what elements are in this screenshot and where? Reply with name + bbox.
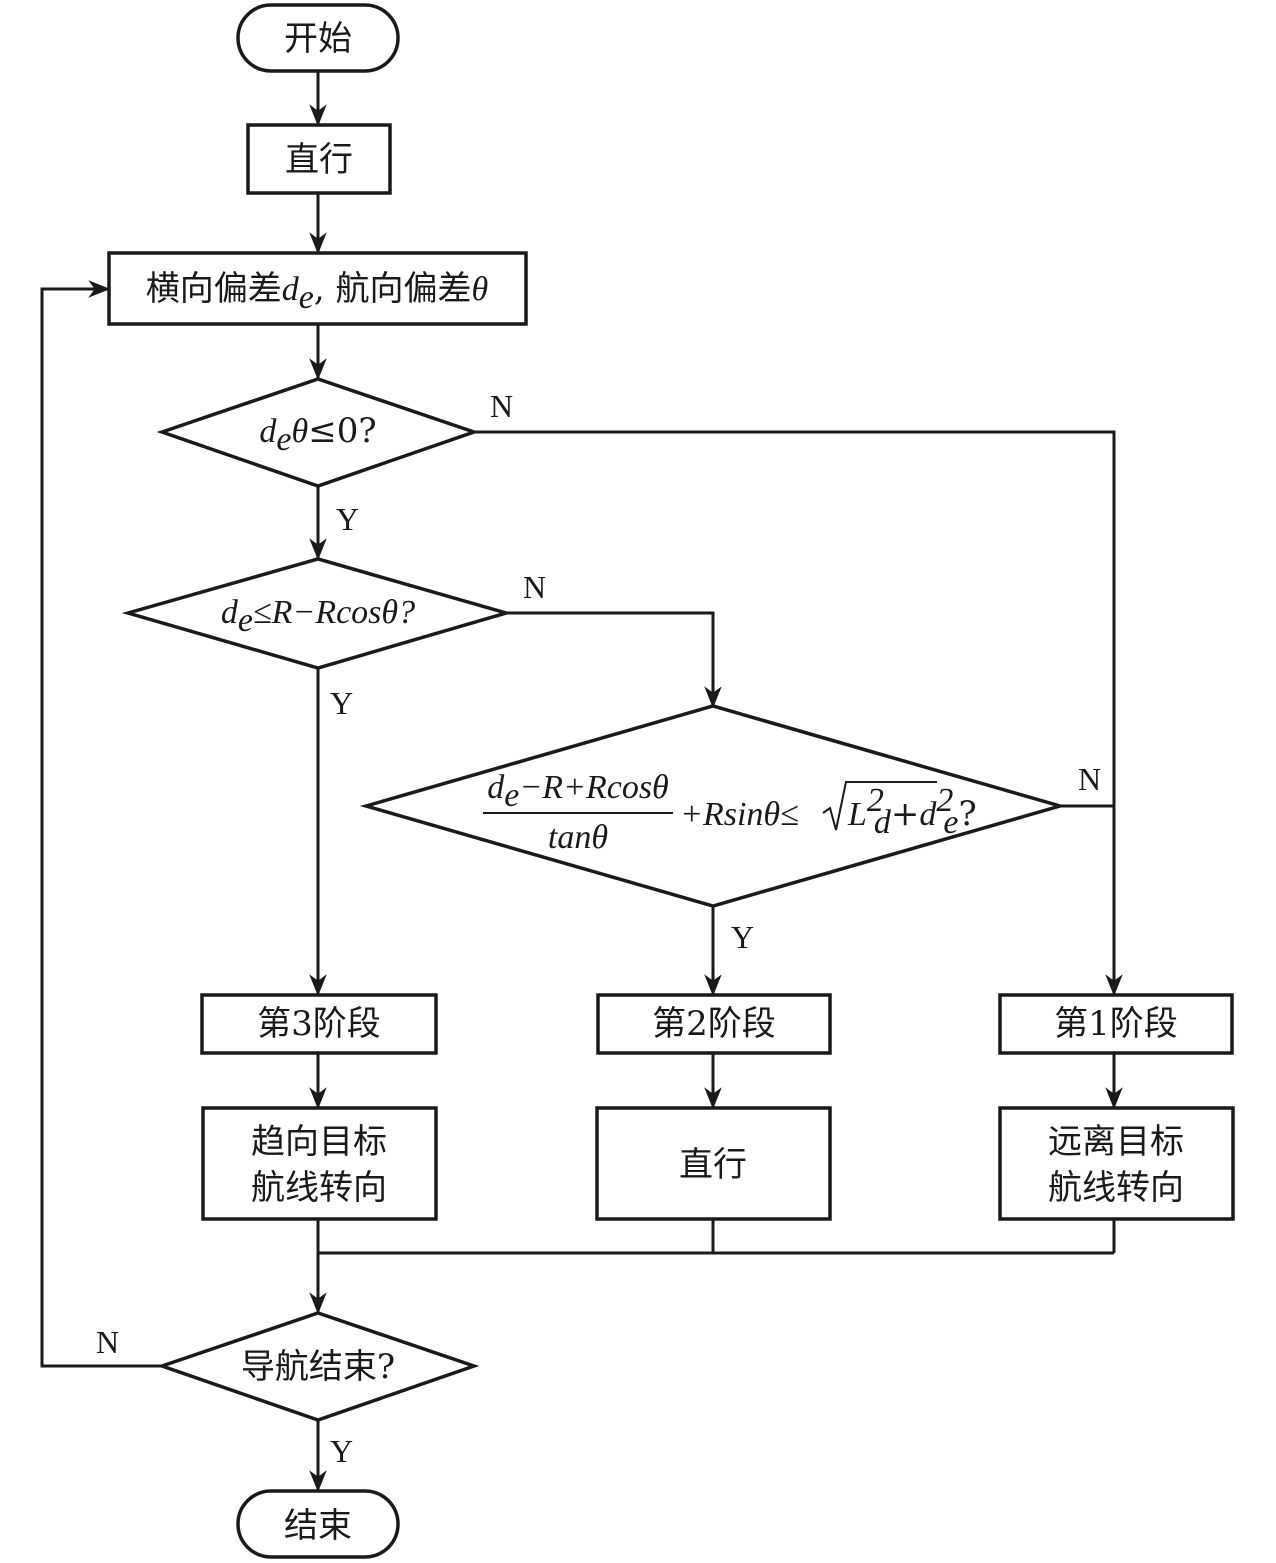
stage-3-label: 第3阶段 bbox=[257, 1004, 381, 1044]
action-3-line-1: 趋向目标 bbox=[251, 1122, 387, 1162]
condition-3-numerator: de−R+Rcosθ bbox=[487, 769, 669, 814]
condition-2-label: de≤R−Rcosθ? bbox=[221, 594, 415, 639]
action-1-line-1: 远离目标 bbox=[1048, 1122, 1184, 1162]
end-node: 结束 bbox=[236, 1489, 400, 1559]
action-2-label: 直行 bbox=[679, 1145, 747, 1185]
action-1-line-2: 航线转向 bbox=[1048, 1168, 1184, 1208]
label-cond1-yes: Y bbox=[336, 501, 359, 537]
start-label: 开始 bbox=[284, 19, 352, 59]
stage-1-node: 第1阶段 bbox=[998, 993, 1234, 1055]
action-1-node: 远离目标 航线转向 bbox=[998, 1106, 1235, 1221]
condition-3-middle: +Rsinθ≤ bbox=[680, 796, 799, 833]
start-node: 开始 bbox=[236, 3, 400, 73]
arrow-cond1-no-to-stage1 bbox=[474, 430, 1123, 997]
stage-1-label: 第1阶段 bbox=[1054, 1004, 1178, 1044]
connectors bbox=[40, 72, 1123, 1493]
label-cond2-yes: Y bbox=[330, 685, 353, 721]
end-label: 结束 bbox=[284, 1506, 352, 1546]
condition-end-label: 导航结束? bbox=[241, 1347, 395, 1387]
condition-1-label: deθ≤0? bbox=[259, 411, 376, 458]
condition-3-denominator: tanθ bbox=[548, 819, 608, 856]
condition-end: 导航结束? bbox=[156, 1311, 480, 1422]
stage-2-label: 第2阶段 bbox=[652, 1004, 776, 1044]
branch-labels: N Y N Y N Y N Y bbox=[96, 388, 1101, 1469]
label-cond1-no: N bbox=[490, 388, 513, 424]
label-cond-end-no: N bbox=[96, 1324, 119, 1360]
condition-2: de≤R−Rcosθ? bbox=[121, 557, 513, 670]
label-cond2-no: N bbox=[523, 569, 546, 605]
arrow-cond-end-no-loop bbox=[40, 280, 162, 1368]
action-3-line-2: 航线转向 bbox=[251, 1168, 387, 1208]
label-cond-end-yes: Y bbox=[330, 1433, 353, 1469]
straight-label: 直行 bbox=[285, 140, 353, 180]
stage-2-node: 第2阶段 bbox=[596, 993, 832, 1055]
condition-1: deθ≤0? bbox=[156, 377, 480, 488]
straight-node: 直行 bbox=[246, 123, 392, 195]
action-3-node: 趋向目标 航线转向 bbox=[201, 1106, 438, 1221]
deviation-label: 横向偏差de, 航向偏差θ bbox=[146, 269, 488, 316]
action-2-node: 直行 bbox=[595, 1106, 832, 1221]
deviation-node: 横向偏差de, 航向偏差θ bbox=[107, 251, 528, 326]
label-cond3-no: N bbox=[1078, 761, 1101, 797]
label-cond3-yes: Y bbox=[731, 919, 754, 955]
sqrt-symbol bbox=[822, 781, 937, 831]
arrow-cond2-no-to-cond3 bbox=[506, 611, 722, 709]
stage-3-node: 第3阶段 bbox=[200, 993, 438, 1055]
